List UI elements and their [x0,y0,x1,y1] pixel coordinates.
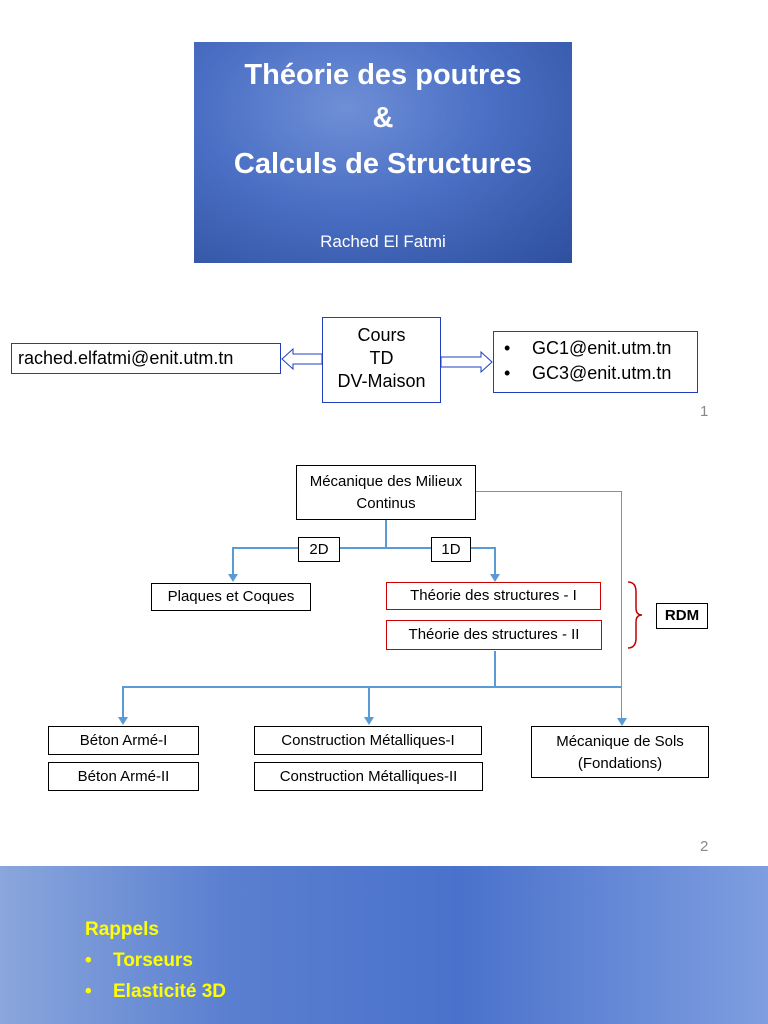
group-emails-box: • GC1@enit.utm.tn • GC3@enit.utm.tn [493,331,698,393]
group-email: GC1@enit.utm.tn [532,338,672,358]
label-1d: 1D [431,537,471,562]
course-item: Cours [357,325,406,345]
arrow-down-icon [118,717,128,725]
page-number: 2 [700,838,709,855]
beton-2-box: Béton Armé-II [48,762,199,791]
arrow-down-icon [228,574,238,582]
connector-line [494,547,496,575]
connector-line [232,547,234,575]
course-item: TD [369,348,394,368]
bullet-icon: • [85,981,92,1002]
cm-1-box: Construction Métalliques-I [254,726,482,755]
connector-line [494,651,496,687]
title-line-1: Théorie des poutres [244,59,522,91]
title-banner: Théorie des poutres & Calculs de Structu… [194,42,572,263]
cm-2-box: Construction Métalliques-II [254,762,483,791]
course-item: DV-Maison [337,371,426,391]
slide-3-background: Rappels • Torseurs • Elasticité 3D [0,866,768,1024]
course-components-box: Cours TD DV-Maison [322,317,441,403]
arrow-down-icon [617,718,627,726]
list-item: • Elasticité 3D [85,981,226,1003]
list-item: • Torseurs [85,950,193,972]
title-line-3: Calculs de Structures [233,148,533,180]
author-name: Rached El Fatmi [320,232,446,251]
bullet-icon: • [85,950,92,971]
rappel-item: Torseurs [113,950,193,971]
mmc-box: Mécanique des Milieux Continus [296,465,476,520]
rappels-heading: Rappels [85,919,159,940]
connector-line [232,547,495,549]
sols-label: Mécanique de Sols [556,733,684,750]
left-double-arrow [281,347,323,371]
group-email: GC3@enit.utm.tn [532,363,672,383]
connector-line [621,491,622,718]
connector-line [385,520,387,548]
arrow-down-icon [490,574,500,582]
plaques-box: Plaques et Coques [151,583,311,611]
connector-line [368,686,370,718]
bullet-icon: • [504,363,511,383]
brace-icon [627,581,643,649]
page-number: 1 [700,403,709,420]
bullet-icon: • [504,338,511,358]
sols-box: Mécanique de Sols (Fondations) [531,726,709,778]
label-2d: 2D [298,537,340,562]
right-double-arrow [441,350,493,374]
contact-email-box: rached.elfatmi@enit.utm.tn [11,343,281,374]
connector-line [122,686,622,688]
list-item: • GC1@enit.utm.tn [504,336,697,361]
title-line-2: & [372,102,394,134]
theorie-2-box: Théorie des structures - II [386,620,602,650]
theorie-1-box: Théorie des structures - I [386,582,601,610]
list-item: • GC3@enit.utm.tn [504,361,697,386]
arrow-down-icon [364,717,374,725]
connector-line [476,491,622,492]
sols-sublabel: (Fondations) [577,755,663,772]
mmc-label: Mécanique des Milieux Continus [309,473,463,512]
connector-line [122,686,124,718]
beton-1-box: Béton Armé-I [48,726,199,755]
rdm-box: RDM [656,603,708,629]
rappel-item: Elasticité 3D [113,981,226,1002]
